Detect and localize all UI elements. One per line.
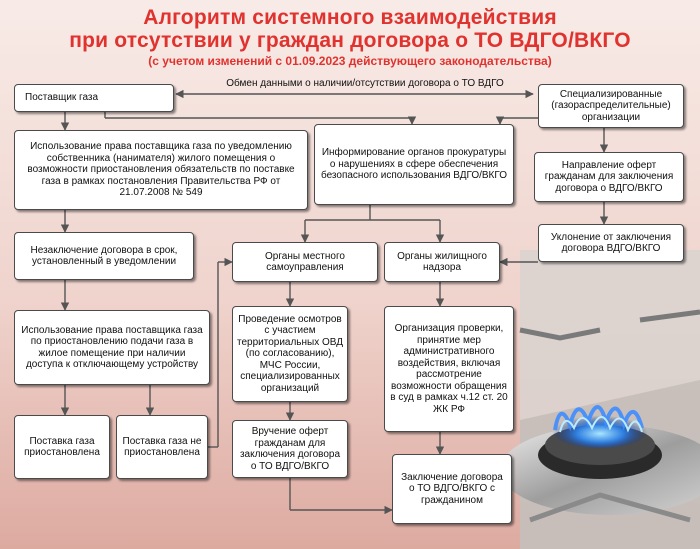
box-conclude-contract: Заключение договора о ТО ВДГО/ВКГО с гра… (392, 454, 512, 524)
title-line-3: (с учетом изменений с 01.09.2023 действу… (148, 54, 552, 68)
exchange-label: Обмен данными о наличии/отсутствии догов… (226, 78, 504, 89)
box-inspections: Проведение осмотров с участием территори… (232, 306, 348, 402)
box-supply-not-suspended: Поставка газа не приостановлена (116, 415, 208, 479)
box-no-contract-term: Незаключение договора в срок, установлен… (14, 232, 194, 280)
box-use-right-suspend: Использование права поставщика газа по п… (14, 310, 210, 385)
box-send-offers: Направление оферт гражданам для заключен… (534, 152, 684, 202)
box-housing-supervision: Органы жилищного надзора (384, 242, 500, 282)
box-inform-prosecutor: Информирование органов прокуратуры о нар… (314, 124, 514, 205)
box-evade-contract: Уклонение от заключения договора ВДГО/ВК… (538, 224, 684, 262)
box-specialized: Специализированные (газораспределительны… (538, 84, 684, 128)
title-line-1: Алгоритм системного взаимодействия (143, 6, 557, 29)
title-line-2: при отсутствии у граждан договора о ТО В… (69, 29, 631, 52)
gas-stove-illustration (500, 250, 700, 549)
box-supplier: Поставщик газа (14, 84, 174, 112)
box-use-right-notify: Использование права поставщика газа по у… (14, 130, 308, 210)
box-local-gov: Органы местного самоуправления (232, 242, 378, 282)
box-hand-offers: Вручение оферт гражданам для заключения … (232, 420, 348, 478)
box-supply-suspended: Поставка газа приостановлена (14, 415, 110, 479)
box-organize-check: Организация проверки, принятие мер админ… (384, 306, 514, 432)
